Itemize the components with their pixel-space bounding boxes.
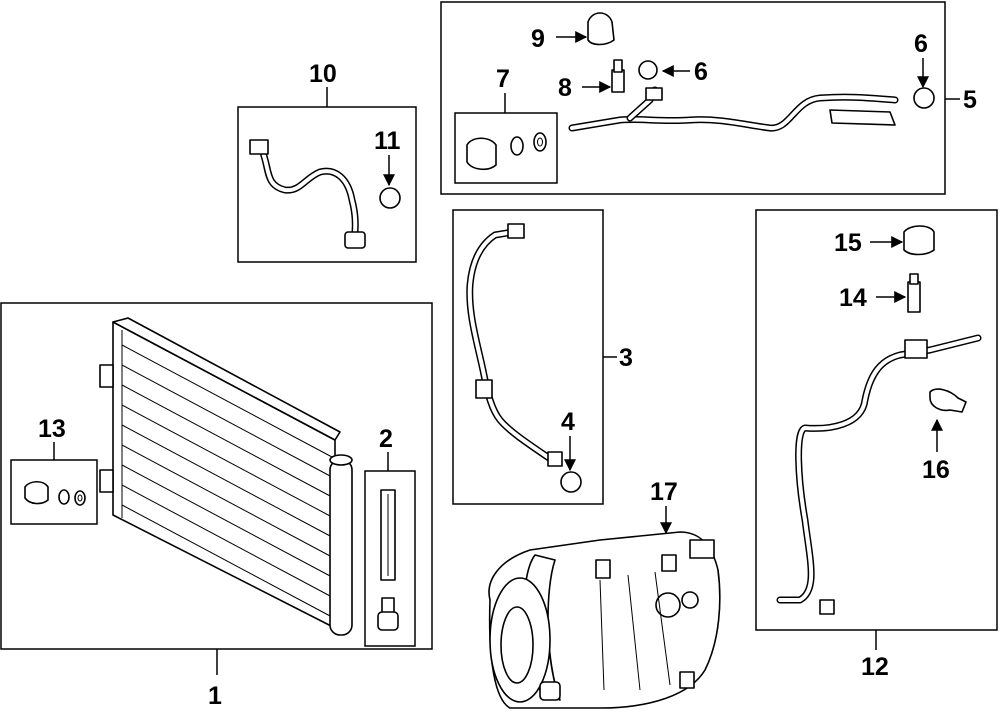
callout-6a: 6 [694,58,708,86]
callout-17: 17 [650,478,678,506]
callout-3: 3 [619,344,633,372]
group-box-seal-kit-7 [454,112,558,184]
callout-7: 7 [496,65,510,93]
tube-5-illustration [568,12,935,132]
callout-2: 2 [379,425,393,453]
hose-3-illustration [466,223,582,493]
seal-kit-7-illustration [466,132,547,171]
group-box-seal-kit-13 [10,459,98,525]
hose-10-illustration [249,139,401,249]
line-12-illustration [776,225,982,615]
callout-12: 12 [861,653,889,681]
callout-4: 4 [561,408,575,436]
callout-16: 16 [922,456,950,484]
group-box-line-12 [755,209,998,631]
callout-13: 13 [38,415,66,443]
callout-15: 15 [834,229,862,257]
callout-9: 9 [531,25,545,53]
condenser-illustration [99,317,353,636]
callout-6b: 6 [914,30,928,58]
callout-11: 11 [374,127,401,155]
callout-14: 14 [839,284,867,312]
callout-5: 5 [963,86,977,114]
compressor-illustration [488,531,721,709]
group-box-drier-2 [364,470,416,647]
group-box-tube-5 [440,1,946,195]
drier-illustration [377,489,399,631]
callout-10: 10 [309,60,337,88]
seal-kit-13-illustration [24,480,86,506]
callout-8: 8 [558,74,572,102]
callout-1: 1 [208,682,222,710]
